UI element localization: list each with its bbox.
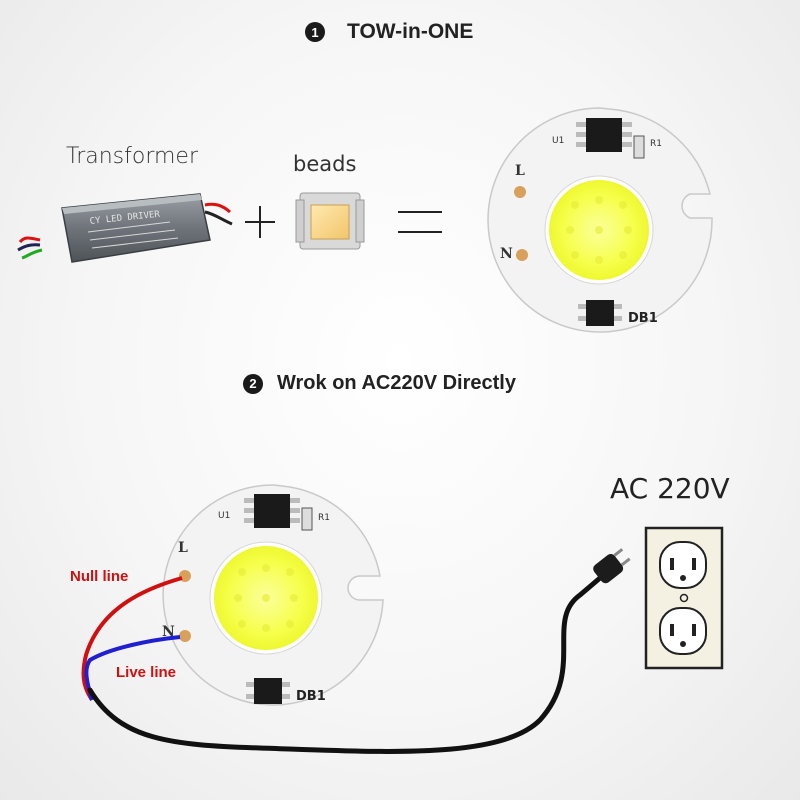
section2-number-badge: 2 (243, 373, 263, 394)
led-cob-board: U1 R1 L N DB1 (487, 107, 713, 333)
led-bead-icon (295, 192, 365, 250)
section1-number-badge: 1 (305, 22, 325, 42)
beads-label: beads (293, 152, 357, 176)
section2-heading: 2 Wrok on AC220V Directly (243, 372, 516, 395)
board-r1-label: R1 (318, 513, 330, 523)
section2-title: Wrok on AC220V Directly (277, 372, 516, 394)
equals-icon (398, 211, 442, 233)
null-line-label: Null line (70, 568, 129, 585)
board-db1-label: DB1 (628, 311, 658, 326)
board-l-label: L (515, 163, 525, 179)
section1-heading: 1 TOW-in-ONE (305, 20, 473, 44)
power-plug-icon (593, 548, 631, 584)
live-line-wire (84, 635, 181, 701)
live-line-label: Live line (116, 664, 177, 681)
led-driver-icon: CY LED DRIVER (17, 193, 233, 263)
board-u1-label: U1 (552, 136, 564, 146)
power-cable (87, 575, 603, 754)
plus-icon (245, 206, 275, 238)
board-r1-label: R1 (650, 139, 662, 149)
board-l-label: L (178, 540, 188, 556)
transformer-label: Transformer (66, 144, 199, 169)
board-u1-label: U1 (218, 511, 230, 521)
board-db1-label: DB1 (296, 689, 326, 704)
ac-voltage-label: AC 220V (610, 472, 730, 505)
led-cob-board: U1 R1 L N DB1 (162, 484, 384, 706)
wall-outlet-icon (644, 526, 724, 670)
null-line-wire (81, 576, 183, 702)
section1-title: TOW-in-ONE (347, 20, 474, 43)
wiring (81, 575, 603, 754)
board-n-label: N (500, 246, 513, 262)
